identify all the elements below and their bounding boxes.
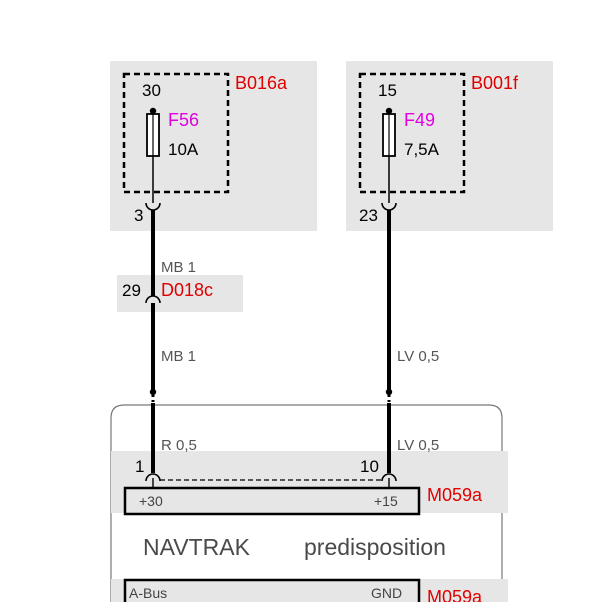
wire-left-lower-label: R 0,5 [161, 437, 197, 454]
module-connector-top-box [123, 486, 421, 516]
module-connector-bottom-box [123, 578, 421, 602]
splice-zone [117, 275, 243, 312]
module-connector-zone-top [111, 451, 508, 513]
module-pin-10-arc [381, 473, 397, 482]
wire-right-junction-dot [385, 388, 393, 396]
wire-right-upper-label: LV 0,5 [397, 348, 439, 365]
fuse-right-id: F49 [404, 110, 435, 130]
fuse-box-left-outline [122, 72, 230, 194]
fuse-left-symbol [146, 107, 160, 203]
module-connector-bottom-label-left: A-Bus [129, 585, 167, 601]
module-connector-top-label-right: +15 [374, 493, 398, 509]
fuse-box-right-connector: B001f [471, 73, 519, 93]
module-name: NAVTRAK [143, 534, 251, 560]
module-connector-bottom-label-right: GND [371, 585, 402, 601]
wire-left-upper-label: MB 1 [161, 259, 196, 276]
module-pin-1-arc [145, 473, 161, 482]
fuse-box-right-output-pin: 23 [359, 206, 378, 225]
fuse-box-right-outline [358, 72, 466, 194]
module-pin-10: 10 [360, 457, 379, 476]
module-outline [110, 404, 503, 602]
module-connector-top-label-left: +30 [139, 493, 163, 509]
fuse-left-id: F56 [168, 110, 199, 130]
fuse-left-terminal: 30 [142, 81, 161, 100]
module-pin-1: 1 [135, 457, 144, 476]
fuse-box-left-output-pin: 3 [134, 206, 143, 225]
wire-right-lower-label: LV 0,5 [397, 437, 439, 454]
splice-connector: D018c [161, 280, 213, 300]
fuse-left-rating: 10A [168, 140, 199, 159]
module-subtitle: predisposition [304, 534, 446, 560]
fuse-box-left-connector: B016a [235, 73, 288, 93]
wire-left-junction-dot [149, 388, 157, 396]
splice-pin: 29 [122, 281, 141, 300]
fuse-right-rating: 7,5A [404, 140, 440, 159]
fuse-right-terminal: 15 [378, 81, 397, 100]
module-connector-zone-bottom [111, 579, 508, 602]
module-connector-top-id: M059a [427, 485, 483, 505]
splice-pin-arc [145, 295, 161, 304]
module-connector-bottom-id: M059a [427, 587, 483, 602]
fuse-box-right-zone [346, 61, 553, 231]
wire-left-middle-label: MB 1 [161, 348, 196, 365]
fuse-right-symbol [382, 107, 396, 203]
fuse-box-left-zone [110, 61, 317, 231]
